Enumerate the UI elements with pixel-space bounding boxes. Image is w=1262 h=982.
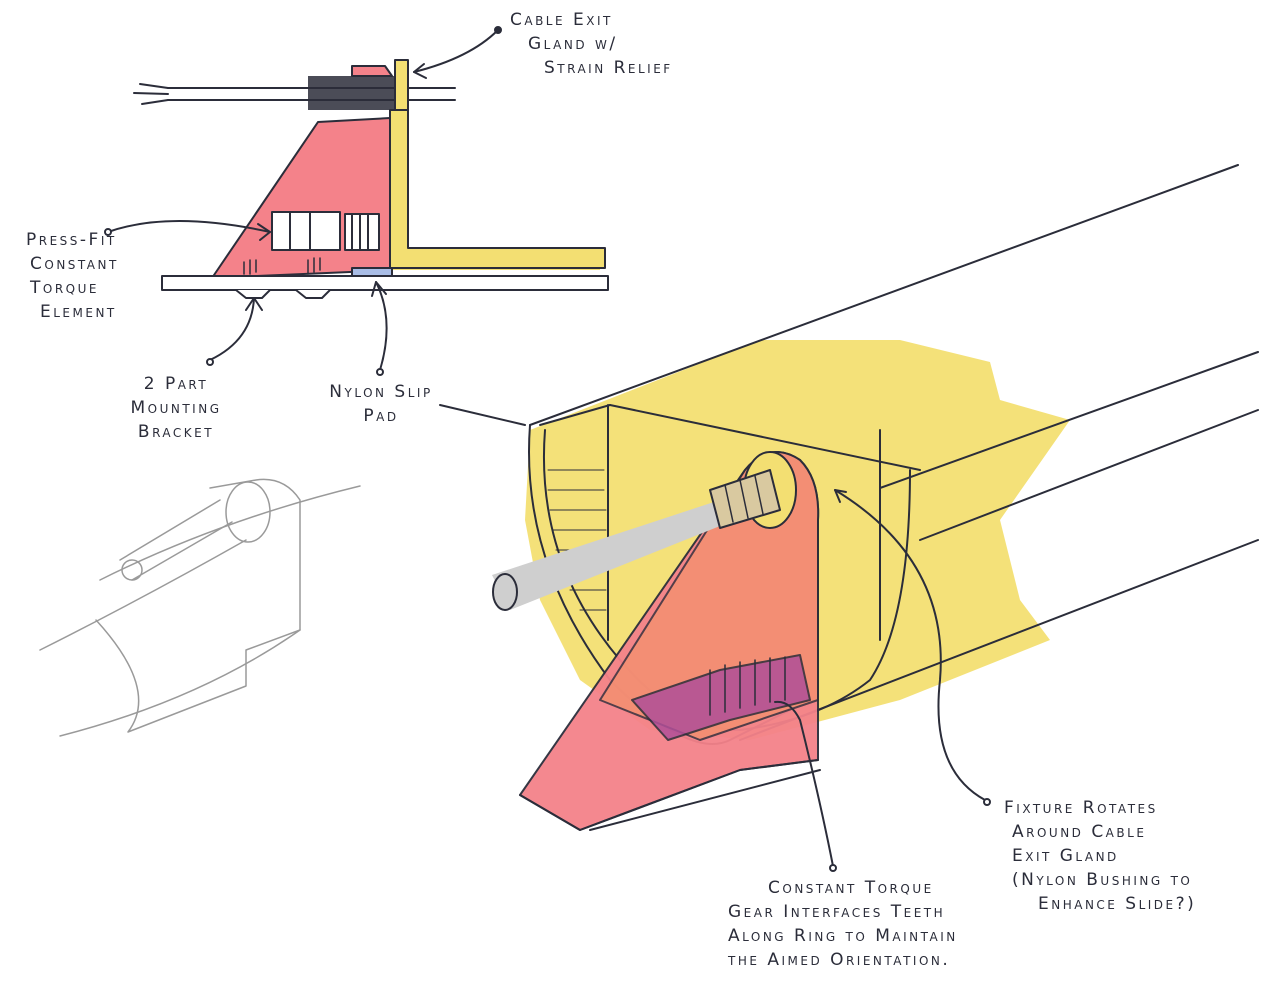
callout-line: Fixture Rotates bbox=[1004, 798, 1158, 818]
callout-line: Pad bbox=[363, 406, 399, 426]
cylinder-top-edge bbox=[529, 164, 1239, 426]
callout-line: Nylon Slip bbox=[329, 382, 433, 402]
callout-mounting-bracket: 2 Part Mounting Bracket bbox=[118, 372, 234, 444]
callout-line: Along Ring to Maintain bbox=[728, 926, 958, 946]
callout-line: Element bbox=[40, 302, 117, 322]
callout-line: Strain Relief bbox=[544, 58, 673, 78]
callout-line: (Nylon Bushing to bbox=[1012, 870, 1193, 890]
leader-nylon-pad bbox=[375, 281, 388, 371]
callout-fixture-rotates: Fixture Rotates Around Cable Exit Gland … bbox=[1004, 796, 1196, 916]
cable-wires bbox=[133, 83, 169, 105]
callout-line: Around Cable bbox=[1012, 822, 1147, 842]
leader-press-fit bbox=[107, 220, 271, 233]
pencil-perspective-sketch bbox=[39, 478, 361, 737]
callout-cable-exit-gland: Cable Exit Gland w/ Strain Relief bbox=[510, 8, 673, 80]
nylon-slip-pad bbox=[351, 267, 393, 277]
callout-line: Gland w/ bbox=[528, 34, 618, 54]
callout-line: the Aimed Orientation. bbox=[728, 950, 951, 970]
cable-grey bbox=[492, 500, 735, 610]
yellow-l-bracket bbox=[389, 109, 606, 269]
callout-press-fit: Press-Fit Constant Torque Element bbox=[26, 228, 119, 324]
leader-gland bbox=[413, 29, 499, 73]
callout-line: 2 Part bbox=[143, 374, 209, 394]
callout-line: Bracket bbox=[137, 422, 215, 442]
callout-line: Press-Fit bbox=[26, 230, 117, 250]
callout-line: Gear Interfaces Teeth bbox=[728, 902, 946, 922]
callout-line: Constant Torque bbox=[768, 878, 934, 898]
leader-lines bbox=[104, 26, 991, 872]
perspective-fixture bbox=[492, 164, 1259, 831]
red-mounting-bracket bbox=[211, 117, 391, 279]
cable-exit-gland bbox=[308, 76, 404, 110]
leader-fixture bbox=[834, 489, 986, 801]
callout-line: Constant bbox=[30, 254, 119, 274]
constant-torque-gear bbox=[631, 654, 811, 741]
leader-gear bbox=[774, 700, 834, 867]
callout-line: Torque bbox=[30, 278, 99, 298]
mounting-surface bbox=[161, 275, 609, 291]
leader-bracket bbox=[209, 297, 255, 361]
callout-line: Cable Exit bbox=[510, 10, 613, 30]
callout-gear-teeth: Constant Torque Gear Interfaces Teeth Al… bbox=[728, 876, 958, 972]
press-fit-torque-element bbox=[271, 211, 341, 251]
section-view-detail bbox=[133, 59, 609, 299]
torque-gear bbox=[344, 213, 380, 251]
callout-line: Exit Gland bbox=[1012, 846, 1119, 866]
callout-line: Enhance Slide?) bbox=[1038, 894, 1197, 914]
callout-line: Mounting bbox=[130, 398, 222, 418]
callout-nylon-pad: Nylon Slip Pad bbox=[318, 380, 444, 428]
